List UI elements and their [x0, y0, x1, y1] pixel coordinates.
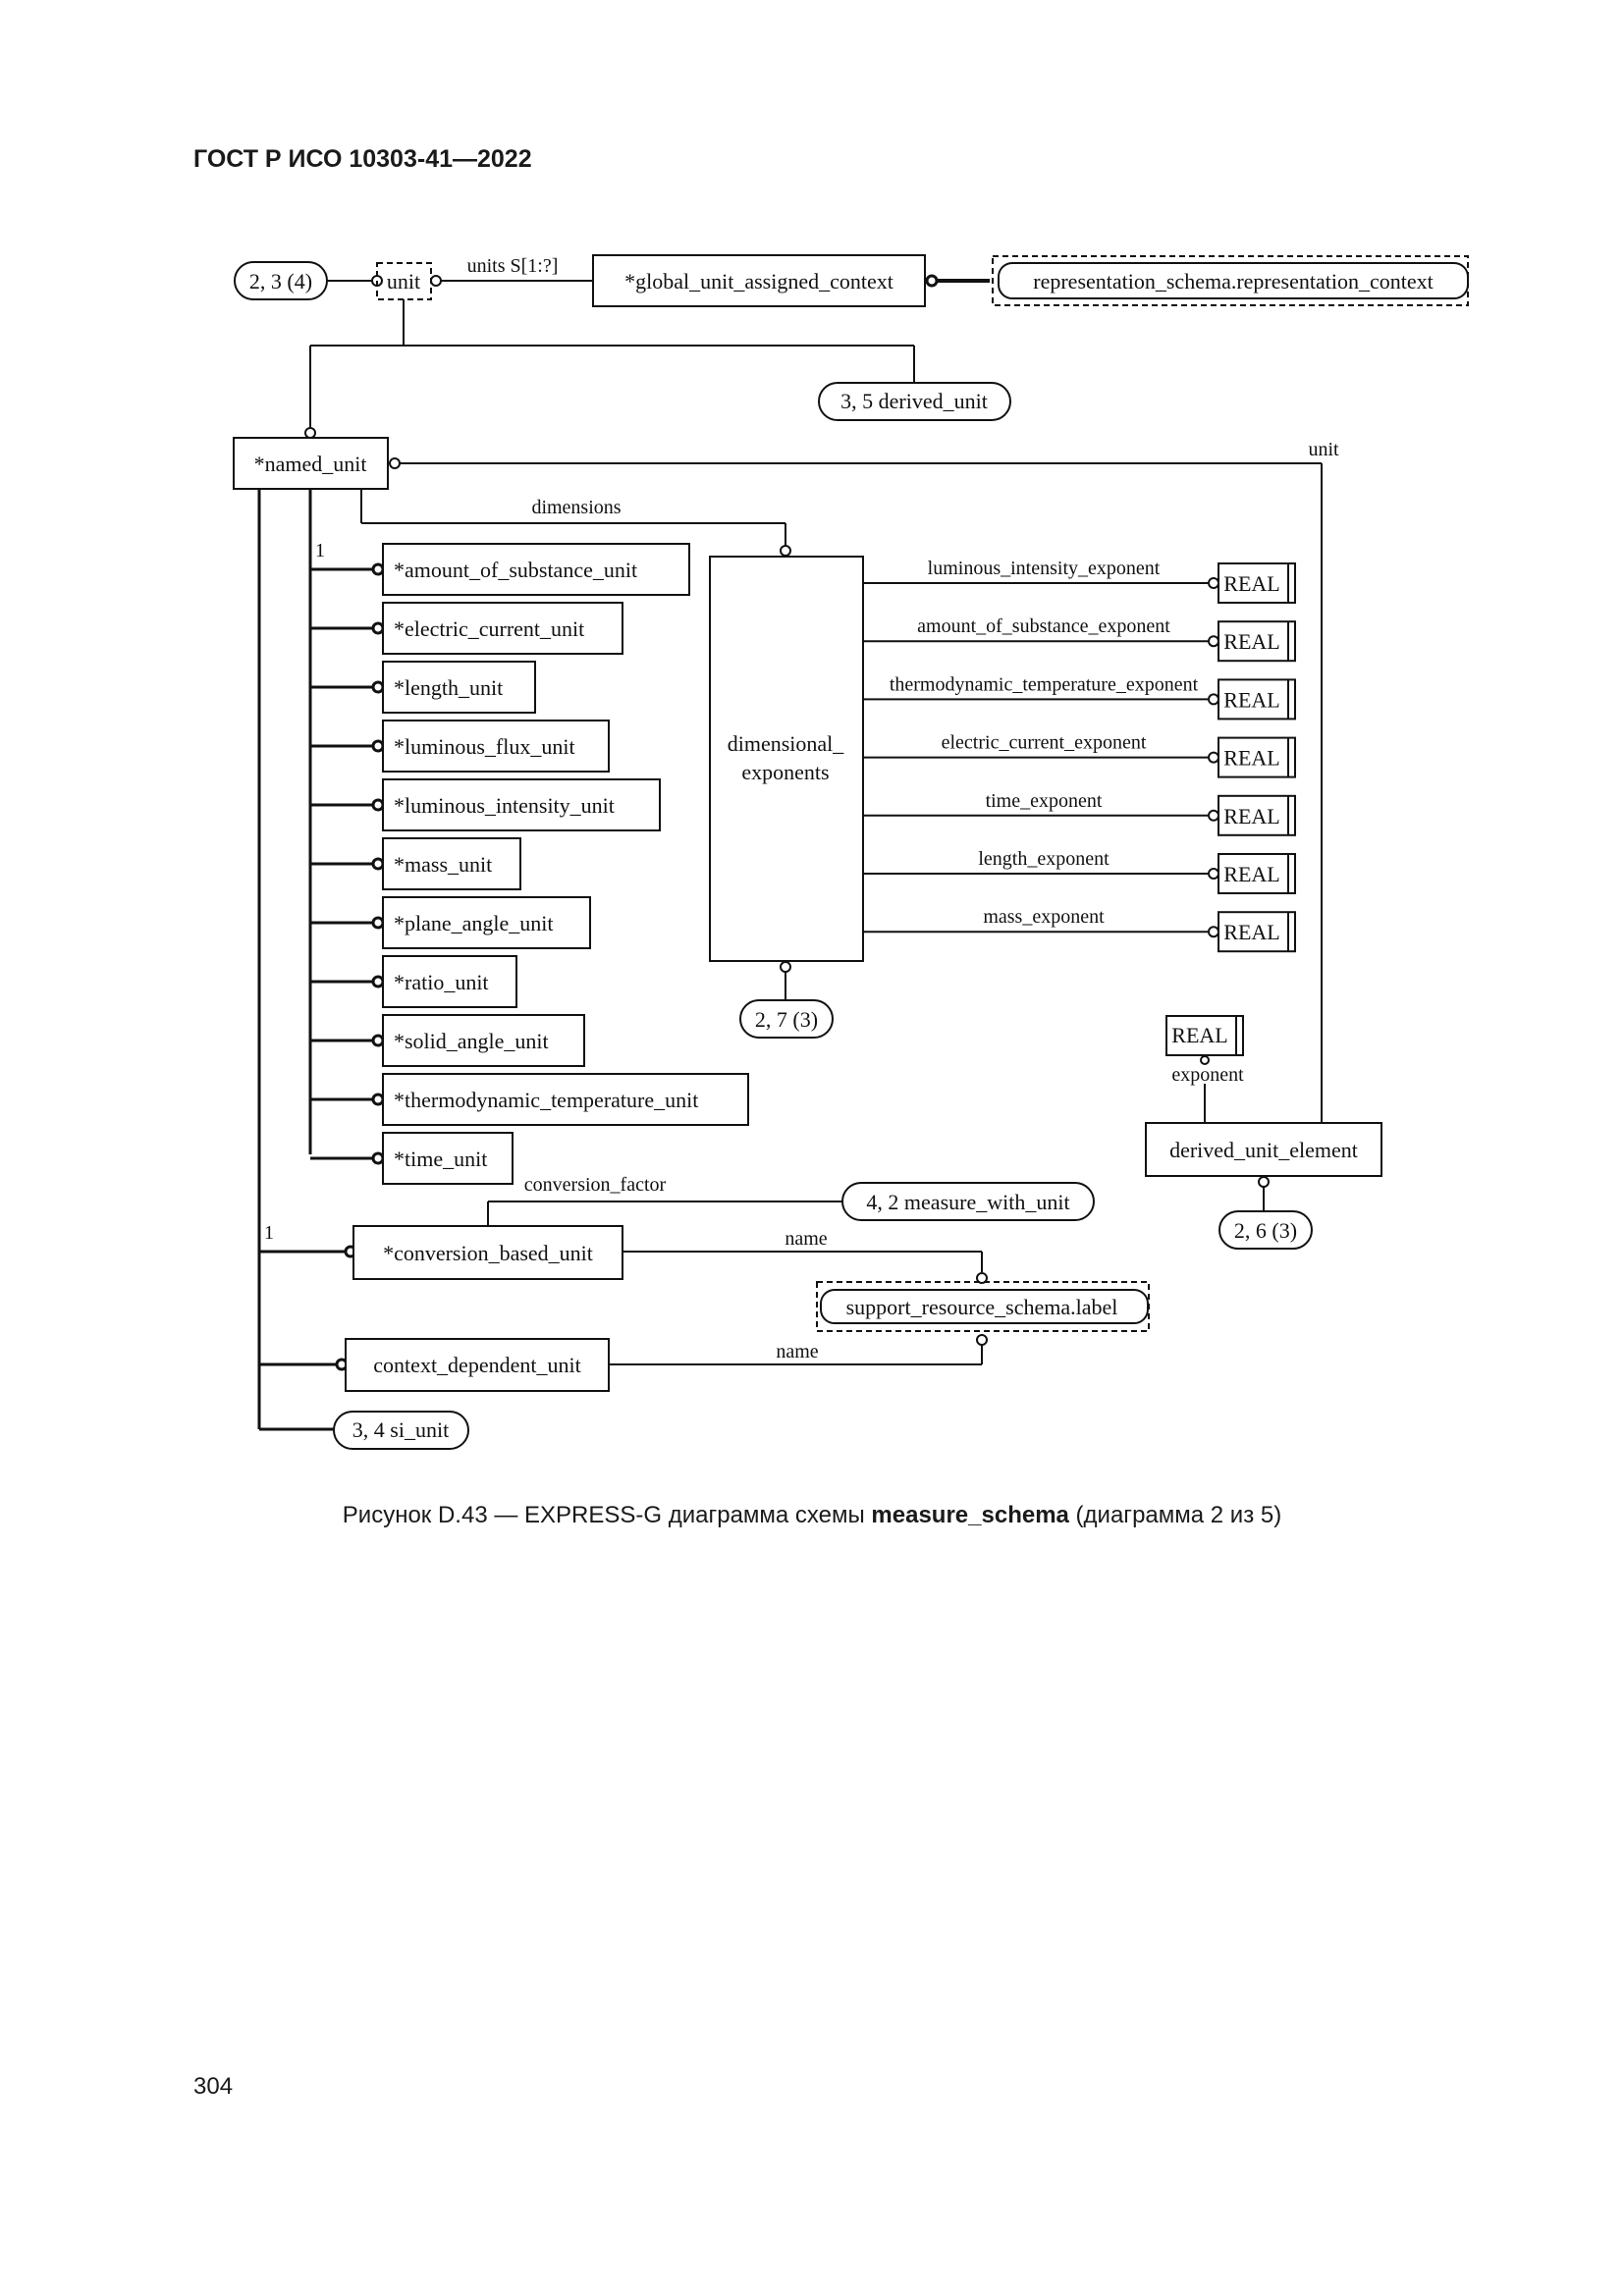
entity-support-label: support_resource_schema.label — [846, 1295, 1118, 1319]
real-type-label: REAL — [1223, 629, 1279, 654]
label-unit: unit — [1308, 439, 1339, 460]
page-number: 304 — [193, 2073, 234, 2100]
label-name-a: name — [785, 1228, 827, 1250]
exponent-label: mass_exponent — [983, 906, 1105, 928]
subtype-label: *thermodynamic_temperature_unit — [394, 1088, 698, 1112]
subtype-label: *time_unit — [394, 1147, 487, 1171]
exponent-label: amount_of_substance_exponent — [917, 615, 1170, 637]
entity-derived-unit-element: derived_unit_element — [1169, 1138, 1358, 1162]
subtype-label: *electric_current_unit — [394, 616, 584, 641]
real-box — [1218, 620, 1296, 663]
label-units: units S[1:?] — [467, 255, 559, 277]
subtype-box — [382, 1014, 585, 1067]
entity-context-dependent-unit: context_dependent_unit — [373, 1353, 580, 1377]
subtype-label: *amount_of_substance_unit — [394, 558, 637, 582]
real-type-exponent: REAL — [1171, 1023, 1227, 1047]
entity-conversion-based-unit: *conversion_based_unit — [383, 1241, 593, 1265]
subtype-box — [382, 837, 521, 890]
document-header: ГОСТ Р ИСО 10303-41—2022 — [193, 145, 532, 173]
real-type-label: REAL — [1223, 804, 1279, 828]
real-type-label: REAL — [1223, 862, 1279, 886]
exponent-label: electric_current_exponent — [942, 732, 1147, 754]
entity-dimensional-exponents-line2: exponents — [741, 760, 829, 784]
subtype-box — [382, 896, 591, 949]
exponent-label: time_exponent — [986, 790, 1103, 812]
exponent-label: length_exponent — [978, 848, 1110, 870]
real-box — [1218, 911, 1296, 953]
ref-dimensional: 2, 7 (3) — [755, 1007, 818, 1032]
entity-global-unit-assigned-context: *global_unit_assigned_context — [624, 269, 893, 294]
subtype-box — [382, 955, 517, 1008]
subtype-box — [382, 661, 536, 714]
real-box — [1218, 736, 1296, 778]
subtype-box — [382, 778, 661, 831]
label-dimensions: dimensions — [531, 497, 621, 518]
real-box — [1218, 794, 1296, 836]
label-one-b: 1 — [264, 1222, 274, 1244]
select-unit: unit — [387, 269, 420, 294]
label-conversion-factor: conversion_factor — [524, 1174, 667, 1196]
subtype-label: *luminous_intensity_unit — [394, 793, 615, 818]
ref-si-unit: 3, 4 si_unit — [352, 1417, 449, 1442]
real-box — [1218, 853, 1296, 894]
subtype-box — [382, 1073, 749, 1126]
entity-representation-context: representation_schema.representation_con… — [1033, 269, 1433, 294]
real-type-label: REAL — [1223, 746, 1279, 771]
label-one-a: 1 — [315, 540, 325, 561]
ref-derived-unit: 3, 5 derived_unit — [840, 389, 988, 413]
ref-derived-unit-element: 2, 6 (3) — [1234, 1218, 1297, 1243]
label-name-b: name — [776, 1341, 818, 1362]
real-type-label: REAL — [1223, 571, 1279, 596]
subtype-box — [382, 720, 610, 773]
ref-unit: 2, 3 (4) — [249, 269, 312, 294]
subtype-box — [382, 1132, 514, 1185]
real-type-label: REAL — [1223, 687, 1279, 712]
subtype-label: *plane_angle_unit — [394, 911, 554, 935]
exponent-label: luminous_intensity_exponent — [928, 558, 1161, 579]
real-box — [1218, 562, 1296, 604]
subtype-label: *ratio_unit — [394, 970, 489, 994]
exponent-label: thermodynamic_temperature_exponent — [890, 673, 1199, 695]
entity-dimensional-exponents-line1: dimensional_ — [728, 731, 845, 756]
subtype-label: *luminous_flux_unit — [394, 734, 575, 759]
ref-measure-with-unit: 4, 2 measure_with_unit — [866, 1190, 1069, 1214]
subtype-box — [382, 602, 623, 655]
subtype-box — [382, 543, 690, 596]
subtype-label: *mass_unit — [394, 852, 492, 877]
entity-named-unit: *named_unit — [254, 452, 367, 476]
label-exponent: exponent — [1171, 1064, 1244, 1086]
figure-caption: Рисунок D.43 — EXPRESS-G диаграмма схемы… — [342, 1502, 1282, 1528]
subtype-label: *length_unit — [394, 675, 503, 700]
real-box — [1218, 678, 1296, 721]
real-type-label: REAL — [1223, 920, 1279, 944]
subtype-label: *solid_angle_unit — [394, 1029, 549, 1053]
